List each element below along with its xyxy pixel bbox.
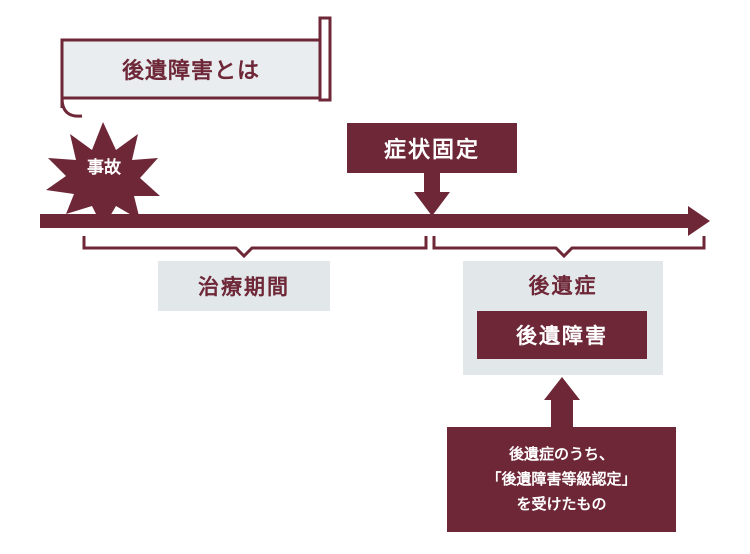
disability-label: 後遺障害: [516, 324, 608, 348]
arrow-up-icon: [544, 377, 580, 429]
scroll-banner-icon: [60, 16, 332, 118]
starburst-icon: [46, 122, 160, 228]
note-line: を受けたもの: [516, 495, 607, 513]
sequelae-bracket: [432, 236, 706, 259]
sequelae-label: 後遺症: [528, 274, 598, 298]
disability-box: 後遺障害: [477, 311, 647, 359]
definition-note-box: 後遺症のうち、 「後遺障害等級認定」 を受けたもの: [447, 427, 676, 532]
treatment-period-label: 治療期間: [198, 275, 290, 299]
page-title: 後遺障害とは: [121, 59, 260, 84]
treatment-period-box: 治療期間: [158, 261, 330, 311]
note-line: 「後遺障害等級認定」: [486, 470, 637, 488]
note-line: 後遺症のうち、: [508, 445, 614, 463]
symptom-fixed-box: 症状固定: [347, 123, 517, 173]
arrow-down-icon: [414, 172, 450, 216]
treatment-bracket: [82, 236, 428, 259]
symptom-fixed-label: 症状固定: [383, 138, 480, 163]
accident-label: 事故: [87, 157, 121, 178]
timeline-arrow-icon: [40, 206, 710, 236]
